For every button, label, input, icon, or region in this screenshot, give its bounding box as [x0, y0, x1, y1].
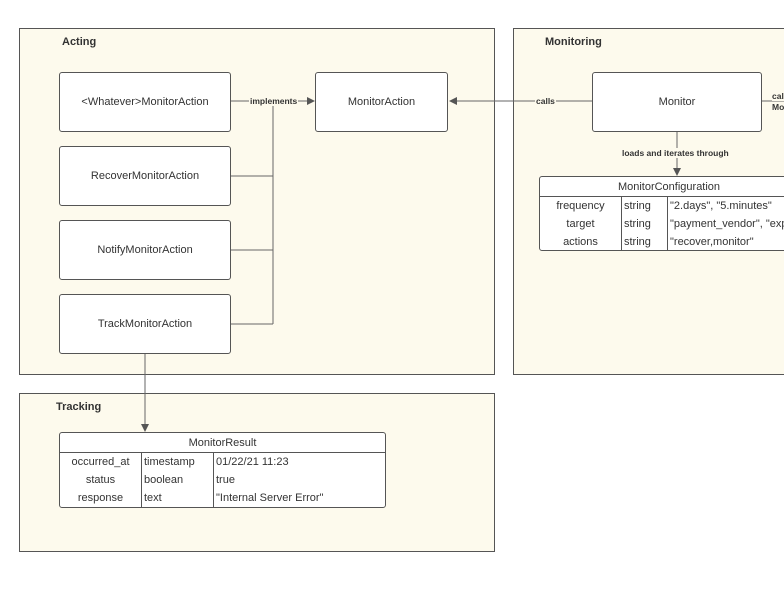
table-row: target string "payment_vendor", "exp: [540, 215, 784, 233]
monitor-configuration-table: MonitorConfiguration frequency string "2…: [539, 176, 784, 251]
implements-label: implements: [249, 96, 299, 106]
table-cell: "payment_vendor", "exp: [670, 218, 784, 230]
monitor-configuration-title: MonitorConfiguration: [540, 177, 784, 197]
calls-label: calls: [535, 96, 556, 106]
table-cell: 01/22/21 11:23: [216, 456, 289, 468]
acting-region-title: Acting: [62, 36, 97, 48]
table-cell: boolean: [142, 471, 214, 489]
table-cell: actions: [540, 233, 622, 250]
table-cell: true: [216, 474, 235, 486]
table-row: actions string "recover,monitor": [540, 233, 784, 250]
track-monitor-action-node: TrackMonitorAction: [59, 294, 231, 354]
monitor-result-title: MonitorResult: [60, 433, 385, 453]
monitoring-region-title: Monitoring: [545, 36, 602, 48]
table-row: frequency string "2.days", "5.minutes": [540, 197, 784, 215]
table-cell: "2.days", "5.minutes": [670, 200, 772, 212]
table-cell: string: [622, 233, 668, 250]
monitor-action-node: MonitorAction: [315, 72, 448, 132]
table-row: response text "Internal Server Error": [60, 489, 385, 507]
recover-monitor-action-node: RecoverMonitorAction: [59, 146, 231, 206]
loads-label: loads and iterates through: [621, 148, 730, 158]
monitor-result-table: MonitorResult occurred_at timestamp 01/2…: [59, 432, 386, 508]
table-row: status boolean true: [60, 471, 385, 489]
table-cell: string: [622, 215, 668, 233]
table-cell: string: [622, 197, 668, 215]
monitor-node: Monitor: [592, 72, 762, 132]
table-cell: timestamp: [142, 453, 214, 471]
table-cell: occurred_at: [60, 453, 142, 471]
table-cell: "recover,monitor": [670, 236, 754, 248]
tracking-region-title: Tracking: [56, 401, 102, 413]
table-cell: text: [142, 489, 214, 507]
notify-monitor-action-node: NotifyMonitorAction: [59, 220, 231, 280]
whatever-monitor-action-node: <Whatever>MonitorAction: [59, 72, 231, 132]
table-row: occurred_at timestamp 01/22/21 11:23: [60, 453, 385, 471]
table-cell: target: [540, 215, 622, 233]
calls-right-label-1: cal: [772, 91, 784, 101]
table-cell: response: [60, 489, 142, 507]
table-cell: frequency: [540, 197, 622, 215]
table-cell: status: [60, 471, 142, 489]
table-cell: "Internal Server Error": [216, 492, 324, 504]
calls-right-label-2: Mo: [772, 102, 784, 112]
